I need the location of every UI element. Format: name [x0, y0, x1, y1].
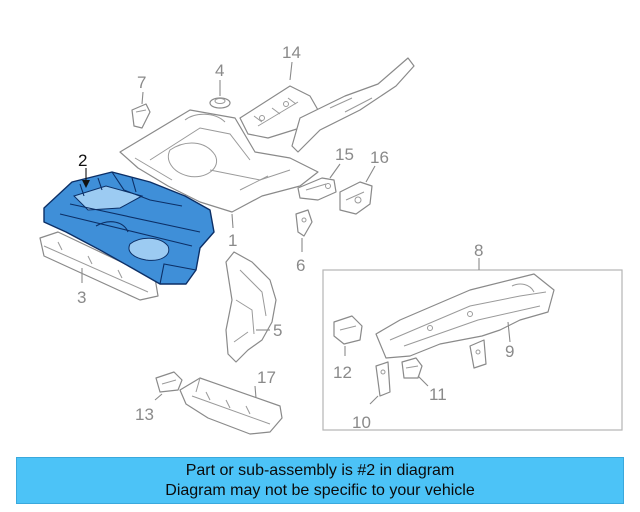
callout-17: 17	[257, 368, 276, 387]
part-3-crossmember[interactable]	[39, 231, 159, 301]
part-14-crossmember[interactable]	[239, 57, 415, 153]
part-2-rear-floor-pan[interactable]	[43, 171, 215, 285]
callout-8: 8	[474, 241, 483, 260]
part-7-bracket[interactable]	[131, 103, 151, 129]
callout-11: 11	[429, 385, 447, 404]
callout-4: 4	[215, 61, 224, 80]
part-9-side-rail[interactable]	[375, 273, 555, 359]
part-10-bracket[interactable]	[375, 361, 391, 397]
callout-9: 9	[505, 342, 514, 361]
callout-10: 10	[352, 413, 371, 432]
callout-13: 13	[135, 405, 154, 424]
part-5-wheelhouse-panel[interactable]	[225, 251, 277, 363]
part-12-bracket[interactable]	[333, 315, 363, 345]
part-13-bracket[interactable]	[155, 371, 183, 393]
part-9-small-bracket[interactable]	[469, 339, 487, 369]
part-16-bracket[interactable]	[339, 181, 373, 215]
callout-1: 1	[228, 231, 237, 250]
part-11-bracket[interactable]	[401, 357, 423, 379]
banner-line-1: Part or sub-assembly is #2 in diagram	[185, 462, 455, 479]
callout-16: 16	[370, 148, 389, 167]
banner-line-2: Diagram may not be specific to your vehi…	[165, 482, 475, 499]
callout-2: 2	[78, 151, 87, 170]
callout-15: 15	[335, 145, 354, 164]
callout-6: 6	[296, 256, 305, 275]
part-4-plug[interactable]	[209, 97, 231, 109]
part-6-clip[interactable]	[295, 209, 313, 237]
part-15-bracket[interactable]	[297, 177, 337, 201]
sub-assembly-box-8	[322, 269, 623, 431]
callout-5: 5	[273, 321, 282, 340]
callout-14: 14	[282, 43, 301, 62]
callout-7: 7	[137, 73, 146, 92]
callout-3: 3	[77, 288, 86, 307]
part-17-rear-crossmember[interactable]	[179, 377, 283, 435]
callout-12: 12	[333, 363, 352, 382]
info-banner: Part or sub-assembly is #2 in diagram Di…	[16, 457, 624, 504]
parts-diagram: 1 7 4 14 15 16	[39, 43, 623, 435]
part-1-front-floor[interactable]	[119, 109, 319, 213]
